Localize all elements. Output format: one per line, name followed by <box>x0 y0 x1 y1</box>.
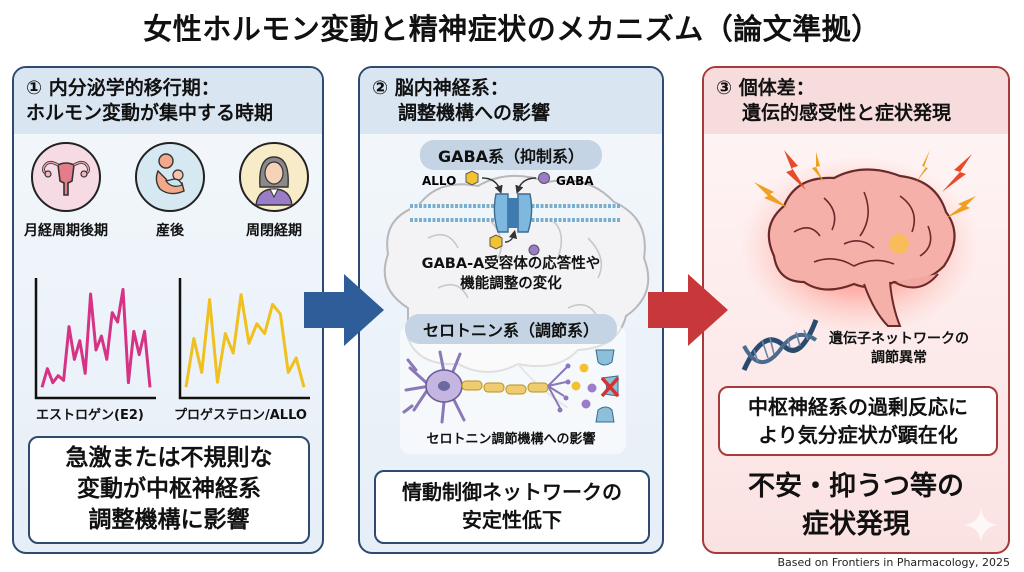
panel1-callout: 急激または不規則な 変動が中枢神経系 調整機構に影響 <box>28 436 310 544</box>
source-citation: Based on Frontiers in Pharmacology, 2025 <box>777 556 1010 569</box>
callout-line: より気分症状が顕在化 <box>758 423 958 447</box>
neuron-icon <box>402 349 620 424</box>
life-stage-label: 月経周期後期 <box>24 223 108 239</box>
estrogen-chart <box>30 274 160 404</box>
panel3-heading-line2: 遺伝的感受性と症状発現 <box>742 102 952 124</box>
symptom-result: 不安・抑うつ等の 症状発現 <box>704 468 1008 544</box>
result-line2: 症状発現 <box>802 509 910 540</box>
arrow-right-blue-icon <box>304 274 384 346</box>
gene-network-label: 遺伝子ネットワークの 調節異常 <box>814 330 984 368</box>
dna-icon <box>741 319 819 372</box>
callout-line: 調整機構に影響 <box>88 507 250 533</box>
panel2-heading-line2: 調整機構への影響 <box>398 102 551 124</box>
mother-baby-icon <box>135 142 205 212</box>
gaba-molecule-icon <box>538 172 550 184</box>
panel1-header: ① 内分泌学的移行期： ホルモン変動が集中する時期 <box>14 68 322 134</box>
blocked-x-icon <box>600 376 620 398</box>
panel1-heading-line2: ホルモン変動が集中する時期 <box>26 102 274 124</box>
panel3-header: ③ 個体差： 遺伝的感受性と症状発現 <box>704 68 1008 134</box>
chart-series-line <box>40 287 152 388</box>
life-stage-label: 周閉経期 <box>246 223 302 239</box>
callout-line: 中枢神経系の過剰反応に <box>748 395 968 419</box>
gaba-label: GABA <box>556 174 594 188</box>
life-stage-icons: 月経周期後期 産後 周閉経期 <box>14 142 322 252</box>
allo-label: ALLO <box>422 174 456 188</box>
gaba-caption: GABA-A受容体の応答性や 機能調整の変化 <box>360 254 662 294</box>
gaba-receptor-diagram: ALLO GABA <box>360 168 662 308</box>
sparkle-icon <box>964 508 998 542</box>
panel-brain-systems: ② 脳内神経系： 調整機構への影響 GABA系（抑制系） ALLO GABA <box>358 66 664 554</box>
result-line1: 不安・抑うつ等の <box>748 471 964 502</box>
serotonin-system-pill: セロトニン系（調節系） <box>404 314 618 344</box>
hormone-charts: エストロゲン(E2) プロゲステロン/ALLO <box>14 274 322 424</box>
panel1-heading-line1: ① 内分泌学的移行期： <box>26 77 220 99</box>
uterus-icon <box>31 142 101 212</box>
panel2-header: ② 脳内神経系： 調整機構への影響 <box>360 68 662 134</box>
overactive-brain-icon <box>739 150 979 336</box>
panel-individual-differences: ③ 個体差： 遺伝的感受性と症状発現 <box>702 66 1010 554</box>
receptor-channel-icon <box>493 193 509 233</box>
chart-axis <box>34 278 156 400</box>
callout-line: 情動制御ネットワークの <box>402 480 622 504</box>
gaba-system-pill: GABA系（抑制系） <box>419 140 603 170</box>
arrow-right-red-icon <box>648 274 728 346</box>
page-title: 女性ホルモン変動と精神症状のメカニズム（論文準拠） <box>143 12 881 46</box>
gaba-caption-line1: GABA-A受容体の応答性や <box>421 256 601 272</box>
progesterone-chart <box>174 274 314 404</box>
life-stage-postpartum: 産後 <box>122 142 218 240</box>
allo-molecule-icon <box>465 170 479 186</box>
gaba-caption-line2: 機能調整の変化 <box>460 276 562 292</box>
callout-line: 変動が中枢神経系 <box>77 476 261 502</box>
chart-axis <box>178 278 310 400</box>
gene-network-line2: 調節異常 <box>871 350 927 366</box>
panel-endocrine-transition: ① 内分泌学的移行期： ホルモン変動が集中する時期 月経周期後期 <box>12 66 324 554</box>
woman-icon <box>239 142 309 212</box>
lightning-bolts <box>754 150 976 218</box>
callout-line: 急激または不規則な <box>65 445 273 471</box>
life-stage-menstrual: 月経周期後期 <box>18 142 114 240</box>
gene-network-line1: 遺伝子ネットワークの <box>829 331 969 347</box>
panel2-heading-line1: ② 脳内神経系： <box>372 77 509 99</box>
life-stage-perimenopause: 周閉経期 <box>226 142 322 240</box>
life-stage-label: 産後 <box>156 223 184 239</box>
estrogen-chart-svg <box>34 278 156 400</box>
panel3-callout: 中枢神経系の過剰反応に より気分症状が顕在化 <box>718 386 998 456</box>
serotonin-caption: セロトニン調節機構への影響 <box>426 432 596 447</box>
panel2-callout: 情動制御ネットワークの 安定性低下 <box>374 470 650 544</box>
panel3-heading-line1: ③ 個体差： <box>716 77 815 99</box>
callout-line: 安定性低下 <box>462 508 562 532</box>
progesterone-chart-svg <box>178 278 310 400</box>
progesterone-chart-label: プロゲステロン/ALLO <box>174 408 307 423</box>
estrogen-chart-label: エストロゲン(E2) <box>36 408 144 423</box>
chart-series-line <box>184 293 306 388</box>
